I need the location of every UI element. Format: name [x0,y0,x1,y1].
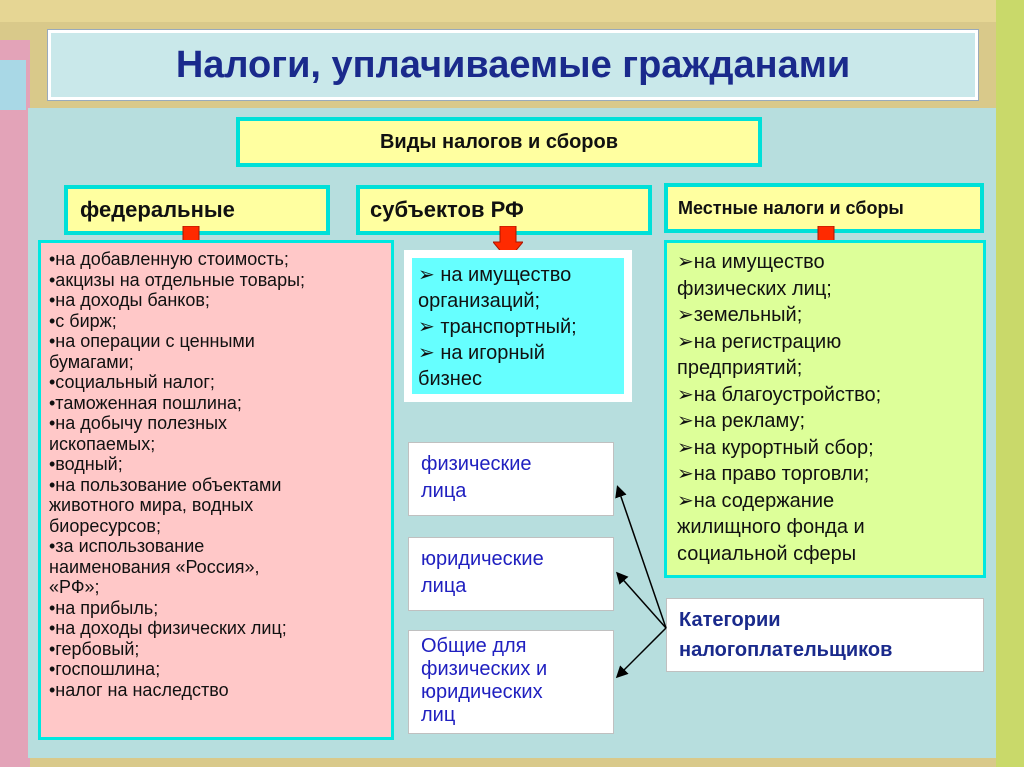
federal-list: •на добавленную стоимость;•акцизы на отд… [49,249,391,700]
federal-tax-item: •налог на наследство [49,679,229,700]
federal-tax-item: •водный; [49,454,123,474]
header-box: Виды налогов и сборов [236,117,762,167]
local-tax-item: ➢земельный; [677,304,803,326]
taxpayer-legal: юридические лица [408,537,614,611]
federal-tax-item: наименования «Россия», [49,556,260,577]
federal-tax-item: •с бирж; [49,310,117,331]
taxpayer-legal-line2: лица [421,575,467,597]
regional-list: ➢ на имущество организаций; ➢ транспортный… [418,262,624,392]
column-head-federal-label: федеральные [80,197,235,222]
arrow-to-legal [616,571,667,629]
header-label: Виды налогов и сборов [379,130,619,153]
bg-stripe-top [0,0,1024,22]
local-tax-item: социальной сферы [677,542,857,565]
federal-tax-item: ископаемых; [49,433,156,454]
regional-tax-item: ➢ на имущество [418,264,572,286]
federal-tax-item: •гербовый; [49,638,140,659]
taxpayer-common-line2: физических и [421,658,548,680]
bg-stripe-left [0,40,30,767]
taxpayer-individuals-line2: лица [421,480,467,502]
taxpayer-common-line4: лиц [421,704,456,726]
regional-tax-item: ➢ транспортный; [418,316,577,338]
federal-tax-item: •таможенная пошлина; [49,392,242,413]
regional-tax-item: бизнес [418,368,482,390]
taxpayer-common-line3: юридических [421,681,543,703]
federal-tax-item: •на операции с ценными [49,331,255,351]
regional-list-box: ➢ на имущество организаций; ➢ транспортный… [404,250,632,402]
bg-stripe-right [996,0,1024,767]
federal-tax-item: •социальный налог; [49,372,215,392]
categories-box: Категории налогоплательщиков [666,598,984,672]
federal-tax-item: •за использование [49,536,205,556]
federal-tax-item: животного мира, водных [49,495,254,515]
federal-tax-item: •на прибыль; [49,597,159,618]
regional-tax-item: ➢ на игорный [418,342,545,364]
local-tax-item: ➢на право торговли; [677,463,870,485]
categories-line1: Категории [679,609,781,631]
local-tax-item: ➢на имущество [677,251,825,273]
local-list-box: ➢на имущество физических лиц; ➢земельный; ➢… [664,240,986,578]
local-tax-item: физических лиц; [677,277,832,300]
federal-tax-item: •на доходы банков; [49,290,210,310]
local-tax-item: ➢на благоустройство; [677,383,882,406]
local-tax-item: ➢на содержание [677,489,835,512]
arrow-to-individuals [615,485,667,629]
taxpayer-legal-line1: юридические [421,548,544,570]
taxpayer-common: Общие для физических и юридических лиц [408,630,614,734]
regional-tax-item: организаций; [418,290,541,312]
federal-tax-item: •акцизы на отдельные товары; [49,269,306,290]
taxpayer-individuals-line1: физические [421,453,532,475]
title-box: Налоги, уплачиваемые гражданами [48,30,978,100]
taxpayer-common-line1: Общие для [421,635,527,657]
federal-tax-item: •на пользование объектами [49,474,282,495]
federal-tax-item: •на доходы физических лиц; [49,618,287,638]
connector-arrows [615,485,667,679]
page-title: Налоги, уплачиваемые гражданами [175,43,851,86]
local-tax-item: ➢на курортный сбор; [677,436,874,459]
local-tax-item: ➢на рекламу; [677,410,806,432]
local-list: ➢на имущество физических лиц; ➢земельный; ➢… [677,249,983,567]
local-tax-item: ➢на регистрацию [677,330,842,353]
column-head-federal: федеральные [64,185,330,235]
federal-tax-item: •на добычу полезных [49,413,228,433]
column-head-regional-label: субъектов РФ [370,197,524,222]
column-head-local-label: Местные налоги и сборы [678,197,904,218]
column-head-regional: субъектов РФ [356,185,652,235]
taxpayer-individuals: физические лица [408,442,614,516]
federal-tax-item: •на добавленную стоимость; [49,249,289,269]
federal-tax-item: «РФ»; [49,577,100,597]
federal-tax-item: биоресурсов; [49,515,161,536]
federal-tax-item: бумагами; [49,351,134,372]
federal-tax-item: •госпошлина; [49,659,161,679]
local-tax-item: жилищного фонда и [677,516,865,538]
federal-list-box: •на добавленную стоимость;•акцизы на отд… [38,240,394,740]
local-tax-item: предприятий; [677,357,803,379]
arrow-to-common [615,627,667,679]
categories-line2: налогоплательщиков [679,639,893,661]
bg-stripe-left-top [0,60,26,110]
